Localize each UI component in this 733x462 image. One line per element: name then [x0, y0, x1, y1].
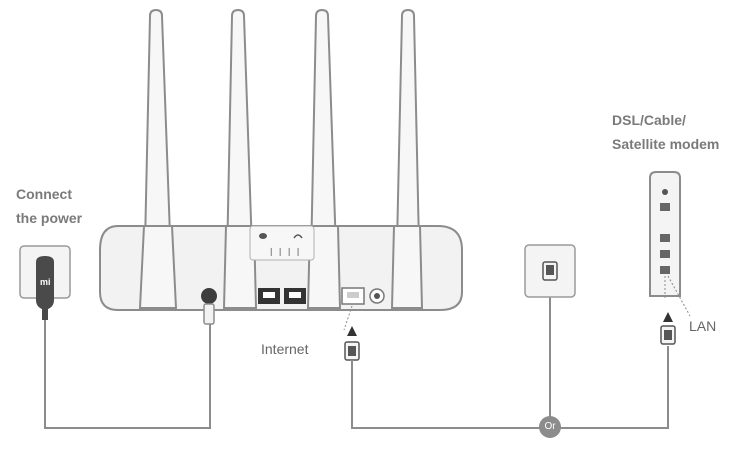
modem-arrow-up-icon: [663, 312, 673, 322]
power-adapter-icon: [19, 245, 71, 320]
reset-button: [369, 288, 385, 304]
power-plug-icon: [203, 303, 215, 325]
modem-icon: [649, 171, 681, 297]
lan-label: LAN: [689, 318, 717, 334]
wan-dashed-guide: [343, 305, 353, 331]
connect-power-line2: the power: [16, 210, 83, 226]
connect-power-line1: Connect: [16, 186, 72, 202]
internet-label: Internet: [261, 341, 309, 357]
modem-ethernet-plug-icon: [660, 325, 676, 345]
connect-power-label: Connect the power: [16, 182, 82, 230]
lan-port-1: [258, 288, 280, 304]
power-cable: [44, 316, 211, 429]
antenna-1: [142, 8, 174, 291]
modem-dashed-guide: [664, 275, 691, 317]
modem-line1: DSL/Cable/: [612, 112, 686, 128]
mi-logo: mi: [40, 277, 51, 287]
arrow-up-icon: [347, 326, 357, 336]
power-port: [201, 288, 217, 304]
antenna-4: [394, 8, 422, 291]
or-label: Or: [544, 421, 556, 432]
or-badge: [539, 416, 561, 438]
wall-socket-icon: [524, 244, 576, 298]
modem-label: DSL/Cable/ Satellite modem: [612, 108, 719, 156]
ethernet-plug-icon: [344, 341, 360, 361]
wan-port: [341, 287, 365, 305]
router-led-label: ❙ ❙ ❙ ❙: [268, 247, 301, 256]
modem-line2: Satellite modem: [612, 136, 720, 152]
internet-cable: [351, 346, 669, 429]
router-icon: [99, 225, 463, 311]
lan-port-2: [284, 288, 306, 304]
